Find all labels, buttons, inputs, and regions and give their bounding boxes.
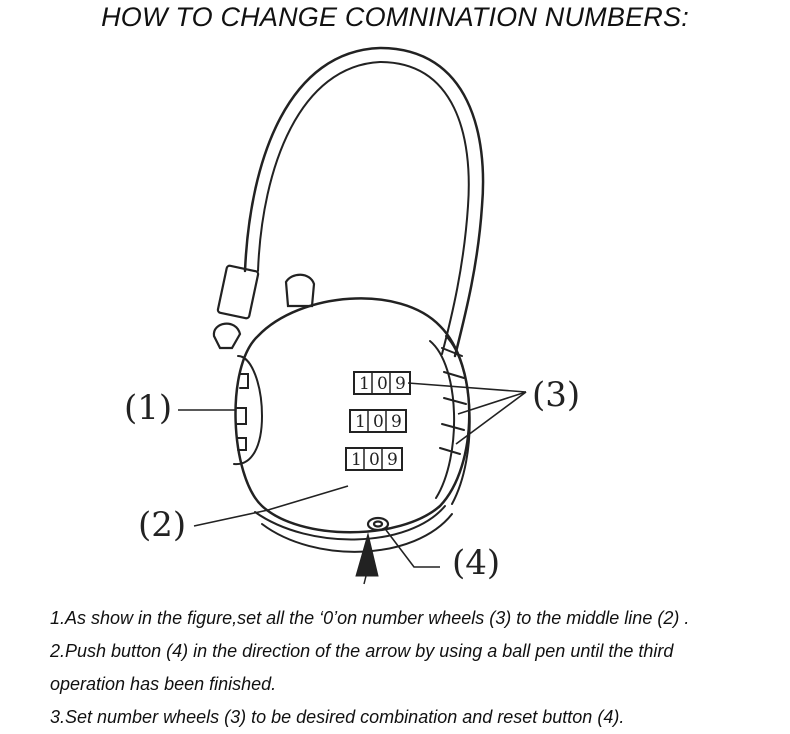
callout-3: (3) [532,375,580,415]
leader-lines [178,382,527,568]
wheel-3-right-digit: 9 [387,450,398,470]
wheel-2-middle-digit: 0 [373,412,384,432]
leader-3c [455,391,527,445]
callout-1: (1) [124,388,172,428]
page-title: HOW TO CHANGE COMNINATION NUMBERS: [101,2,689,32]
cable-end-plug [212,264,260,350]
instruction-step-3: 3.Set number wheels (3) to be desired co… [50,707,625,727]
wheel-1-middle-digit: 0 [377,374,388,394]
push-arrow-icon [355,532,379,577]
leader-4 [385,529,440,568]
callout-4: (4) [452,543,500,583]
number-wheel-1: 1 0 9 [353,371,411,395]
wheel-2-right-digit: 9 [391,412,402,432]
padlock-illustration [212,46,485,553]
wheel-3-middle-digit: 0 [369,450,380,470]
number-wheel-3: 1 0 9 [345,447,403,471]
wheel-2-left-digit: 1 [355,412,366,432]
instructions: 1.As show in the figure,set all the ‘0’o… [50,602,770,734]
leader-2 [193,485,349,527]
leader-3b [457,391,527,415]
instruction-step-1: 1.As show in the figure,set all the ‘0’o… [50,608,690,628]
number-wheel-2: 1 0 9 [349,409,407,433]
wheel-1-left-digit: 1 [359,374,370,394]
lock-body [234,297,471,534]
wheel-3-left-digit: 1 [351,450,362,470]
reset-button [366,516,390,532]
leader-3a [407,382,527,393]
wheel-1-right-digit: 9 [395,374,406,394]
instruction-step-2: 2.Push button (4) in the direction of th… [50,641,674,661]
cable-shackle [243,46,485,358]
callout-2: (2) [138,505,186,545]
padlock-diagram: 1 0 9 1 0 9 1 0 9 (1) (2) (3) (4) [124,46,580,585]
instruction-step-2-cont: operation has been finished. [50,674,277,694]
